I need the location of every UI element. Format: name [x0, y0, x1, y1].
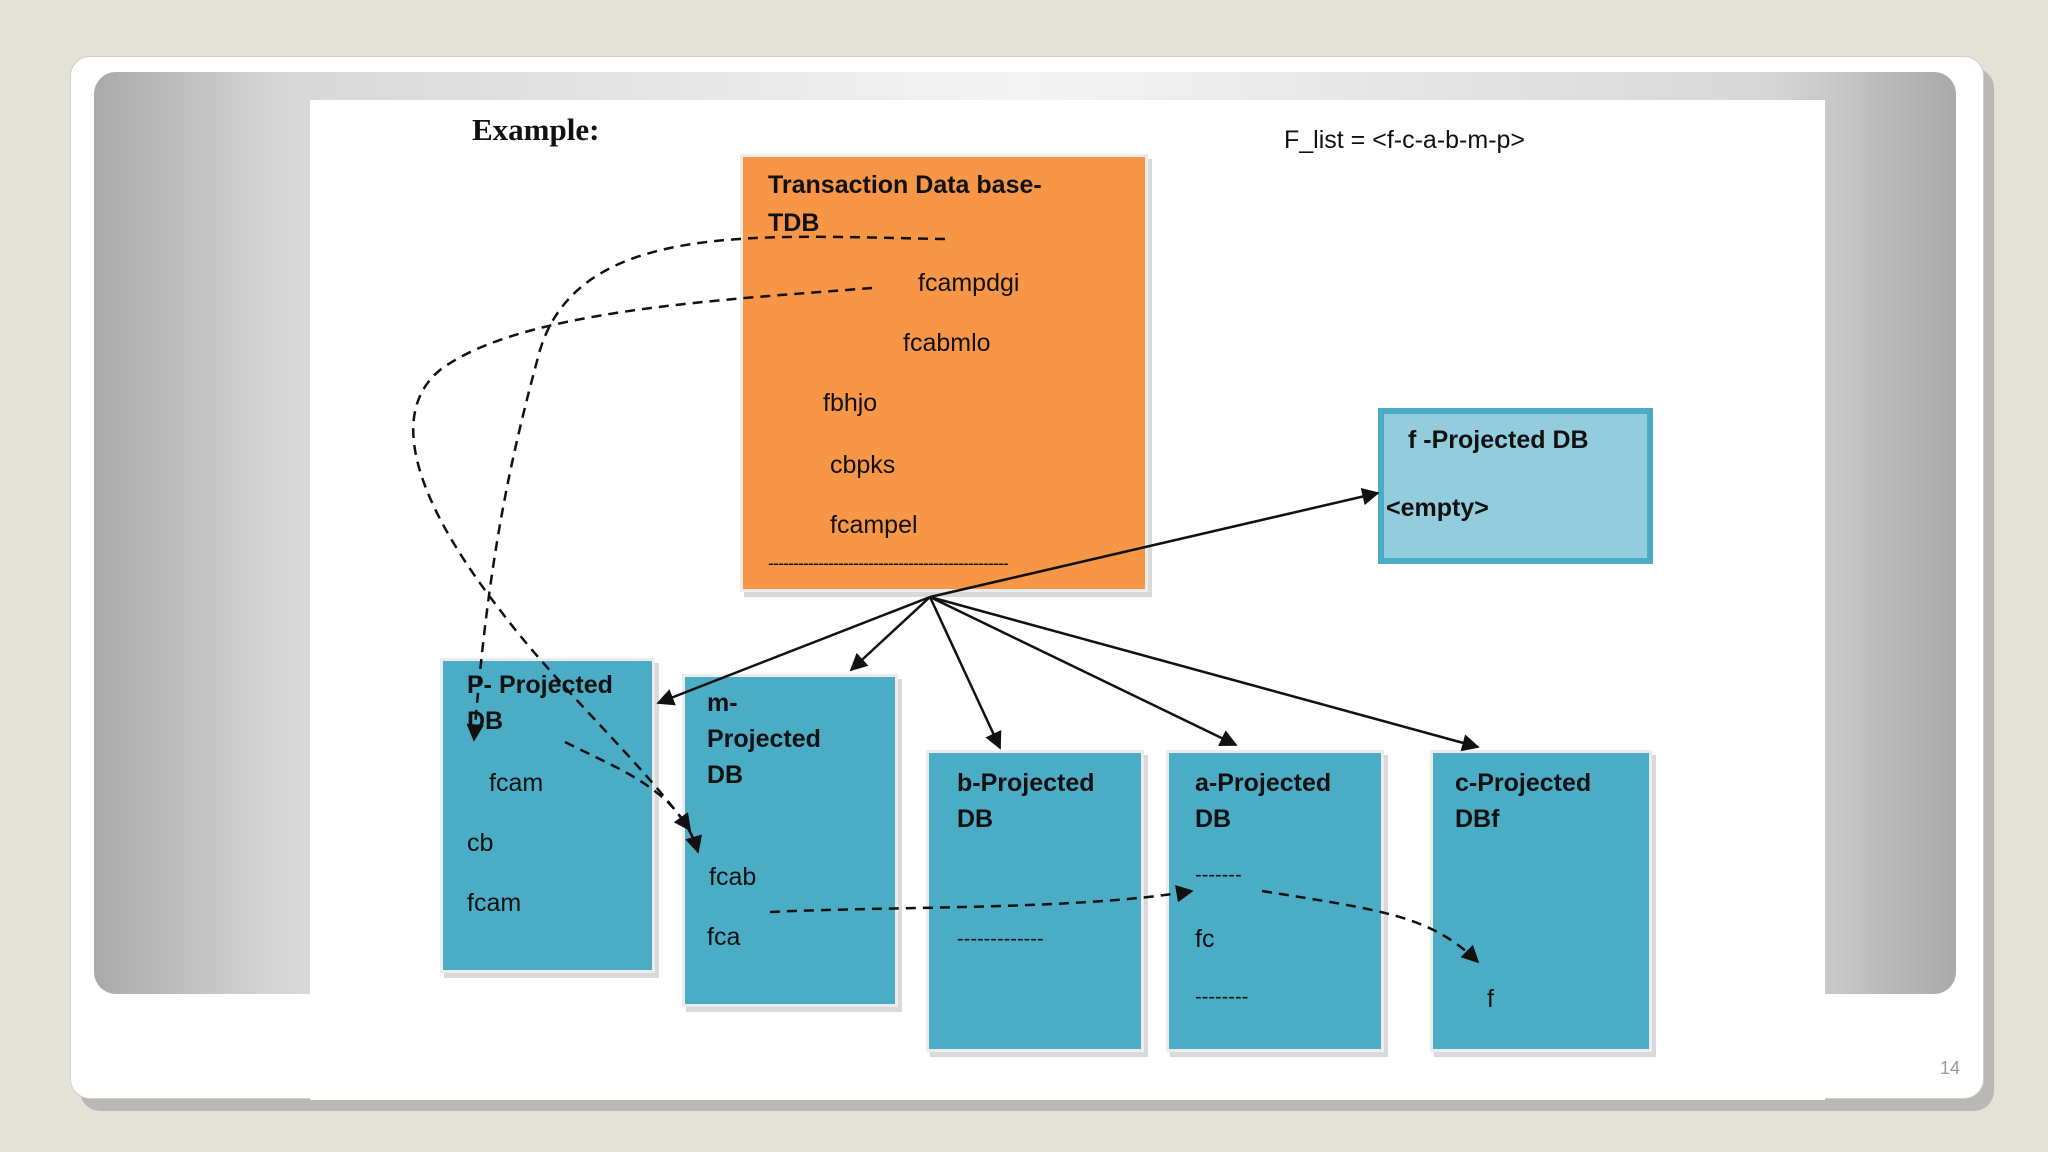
- a-projected-db-box: a-Projected DB ------- fc --------: [1166, 750, 1384, 1052]
- a-projected-separator-top: -------: [1195, 864, 1242, 886]
- m-projected-title-line2: Projected: [707, 725, 821, 753]
- tdb-separator: ----------------------------------------…: [768, 553, 1009, 573]
- p-projected-title-line2: DB: [467, 707, 504, 735]
- tdb-transaction-1: fcampdgi: [918, 269, 1020, 297]
- p-projected-db-box: P- Projected DB fcam cb fcam: [440, 658, 655, 973]
- slide-number: 14: [1939, 1058, 1960, 1078]
- transaction-db-box: Transaction Data base- TDB fcampdgi fcab…: [740, 154, 1148, 592]
- f-list-label: F_list = <f-c-a-b-m-p>: [1284, 126, 1526, 154]
- tdb-title-line1: Transaction Data base-: [768, 171, 1042, 199]
- f-projected-content: <empty>: [1386, 494, 1489, 522]
- tdb-title-line2: TDB: [768, 209, 820, 237]
- a-projected-title-line2: DB: [1195, 805, 1232, 833]
- b-projected-db-box: b-Projected DB -------------: [926, 750, 1144, 1052]
- tdb-transaction-2: fcabmlo: [903, 329, 991, 357]
- m-projected-db-box: m- Projected DB fcab fca: [682, 674, 898, 1007]
- p-projected-title-line1: P- Projected: [467, 671, 613, 699]
- m-projected-title-line3: DB: [707, 761, 744, 789]
- a-projected-item: fc: [1195, 925, 1215, 953]
- b-projected-separator: -------------: [957, 928, 1044, 950]
- b-projected-title-line1: b-Projected: [957, 769, 1095, 797]
- p-projected-item-2: cb: [467, 829, 494, 857]
- c-projected-title-line2: DBf: [1455, 805, 1500, 833]
- example-heading: Example:: [472, 112, 600, 147]
- c-projected-title-line1: c-Projected: [1455, 769, 1592, 797]
- f-projected-title: f -Projected DB: [1408, 426, 1589, 454]
- c-projected-db-box: c-Projected DBf f: [1430, 750, 1652, 1052]
- b-projected-title-line2: DB: [957, 805, 994, 833]
- tdb-transaction-4: cbpks: [830, 451, 896, 479]
- a-projected-title-line1: a-Projected: [1195, 769, 1332, 797]
- m-projected-item-2: fca: [707, 923, 741, 951]
- tdb-transaction-3: fbhjo: [823, 389, 878, 417]
- p-projected-item-1: fcam: [489, 769, 544, 797]
- c-projected-item: f: [1487, 985, 1494, 1013]
- f-projected-db-box: f -Projected DB <empty>: [1378, 408, 1653, 564]
- m-projected-item-1: fcab: [709, 863, 757, 891]
- tdb-transaction-5: fcampel: [830, 511, 918, 539]
- a-projected-separator-bottom: --------: [1195, 986, 1249, 1008]
- p-projected-item-3: fcam: [467, 889, 522, 917]
- m-projected-title-line1: m-: [707, 689, 738, 717]
